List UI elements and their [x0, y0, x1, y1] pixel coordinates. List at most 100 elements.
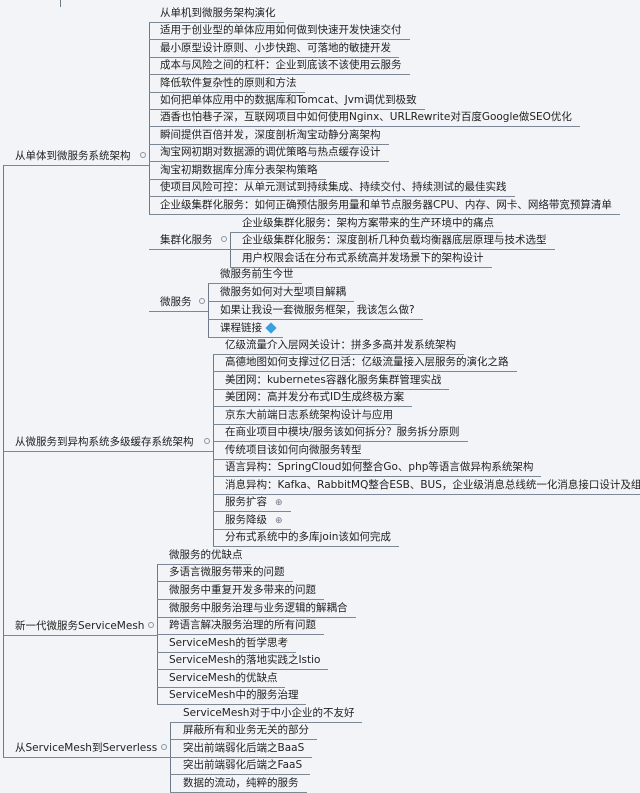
list-item[interactable]: 企业级集群化服务：深度剖析几种负载均衡器底层原理与技术选型 — [242, 233, 547, 247]
link-icon[interactable] — [265, 322, 277, 334]
list-item[interactable]: 服务扩容⊕ — [225, 495, 283, 509]
item-label: 微服务的优缺点 — [169, 549, 243, 561]
list-item[interactable]: ServiceMesh对于中小企业的不友好 — [183, 706, 354, 720]
item-label: 语言异构：SpringCloud如何整合Go、php等语言做异构系统架构 — [225, 461, 534, 473]
list-item[interactable]: 最小原型设计原则、小步快跑、可落地的敏捷开发 — [160, 41, 391, 55]
item-underline — [170, 757, 312, 758]
list-item[interactable]: 突出前端弱化后端之FaaS — [183, 758, 302, 772]
item-label: 跨语言解决服务治理的所有问题 — [169, 619, 316, 631]
list-item[interactable]: 多语言微服务带来的问题 — [169, 565, 285, 579]
list-item[interactable]: 美团网：kubernetes容器化服务集群管理实战 — [225, 373, 441, 387]
collapse-toggle-icon[interactable] — [199, 298, 205, 304]
item-label: 屏蔽所有和业务无关的部分 — [183, 724, 309, 736]
list-item[interactable]: 跨语言解决服务治理的所有问题 — [169, 618, 316, 632]
group-label[interactable]: 新一代微服务ServiceMesh — [15, 620, 145, 632]
list-item[interactable]: 如果让我设一套微服务框架，我该怎么做? — [220, 303, 415, 317]
item-label: ServiceMesh的优缺点 — [169, 672, 278, 684]
item-underline — [149, 109, 425, 110]
item-label: 微服务如何对大型项目解耦 — [220, 286, 346, 298]
collapse-toggle-icon[interactable] — [148, 622, 154, 628]
list-item[interactable]: 语言异构：SpringCloud如何整合Go、php等语言做异构系统架构 — [225, 460, 533, 474]
item-underline — [157, 652, 296, 653]
expand-icon[interactable]: ⊕ — [275, 498, 283, 508]
list-item[interactable]: 使项目风险可控：从单元测试到持续集成、持续交付、持续测试的最佳实践 — [160, 180, 507, 194]
list-item[interactable]: 成本与风险之间的杠杆：企业到底该不该使用云服务 — [160, 58, 402, 72]
list-item[interactable]: 高德地图如何支撑过亿日活：亿级流量接入层服务的演化之路 — [225, 355, 509, 369]
list-item[interactable]: 服务降级 ⊕ — [225, 513, 283, 527]
list-item[interactable]: ServiceMesh中的服务治理 — [169, 688, 298, 702]
list-item[interactable]: 淘宝网初期对数据源的调优策略与热点缓存设计 — [160, 145, 381, 159]
item-underline — [170, 739, 317, 740]
list-item[interactable]: 降低软件复杂性的原则和方法 — [160, 76, 297, 90]
list-item[interactable]: 亿级流量介入层网关设计：拼多多高并发系统架构 — [225, 338, 456, 352]
list-item[interactable]: 微服务中重复开发多带来的问题 — [169, 583, 316, 597]
list-item[interactable]: 微服务的优缺点 — [169, 548, 243, 562]
item-label: 高德地图如何支撑过亿日活：亿级流量接入层服务的演化之路 — [225, 356, 509, 368]
list-item[interactable]: 微服务中服务治理与业务逻辑的解耦合 — [169, 601, 348, 615]
subgroup-label[interactable]: 微服务 — [160, 296, 192, 308]
item-underline — [149, 196, 515, 197]
item-underline — [149, 39, 410, 40]
list-item[interactable]: 从单机到微服务架构演化 — [160, 6, 276, 20]
list-item[interactable]: 分布式系统中的多库join该如何完成 — [225, 530, 391, 544]
item-label: 瞬间提供百倍并发，深度剖析淘宝动静分离架构 — [160, 129, 381, 141]
list-item[interactable]: 屏蔽所有和业务无关的部分 — [183, 723, 309, 737]
list-item[interactable]: ServiceMesh的哲学思考 — [169, 636, 288, 650]
item-underline — [208, 283, 302, 284]
list-item[interactable]: 传统项目该如何向微服务转型 — [225, 443, 362, 457]
item-label: 京东大前端日志系统架构设计与应用 — [225, 409, 393, 421]
item-label: ServiceMesh的落地实践之Istio — [169, 654, 321, 666]
collapse-toggle-icon[interactable] — [140, 152, 146, 158]
item-label: 传统项目该如何向微服务转型 — [225, 444, 362, 456]
list-item[interactable]: 课程链接 — [220, 321, 277, 335]
subgroup-label[interactable]: 集群化服务 — [160, 234, 213, 246]
item-underline — [149, 74, 410, 75]
list-item[interactable]: 瞬间提供百倍并发，深度剖析淘宝动静分离架构 — [160, 128, 381, 142]
list-item[interactable]: 在商业项目中模块/服务该如何拆分？服务拆分原则 — [225, 425, 460, 439]
item-underline — [157, 581, 293, 582]
item-label: 使项目风险可控：从单元测试到持续集成、持续交付、持续测试的最佳实践 — [160, 181, 507, 193]
list-item[interactable]: 用户权限会话在分布式系统高并发场景下的架构设计 — [242, 251, 484, 265]
list-item[interactable]: 如何把单体应用中的数据库和Tomcat、Jvm调优到极致 — [160, 93, 417, 107]
list-item[interactable]: 酒香也怕巷子深，互联网项目中如何使用Nginx、URLRewrite对百度Goo… — [160, 110, 572, 124]
list-item[interactable]: 淘宝初期数据库分库分表架构策略 — [160, 163, 318, 177]
list-item[interactable]: 企业级集群化服务：如何正确预估服务用量和单节点服务器CPU、内存、网卡、网络带宽… — [160, 198, 612, 212]
list-item[interactable]: 企业级集群化服务：架构方案带来的生产环境中的痛点 — [242, 216, 494, 230]
item-label: 服务降级 — [225, 514, 267, 526]
item-label: 微服务前生今世 — [220, 268, 294, 280]
group-label[interactable]: 从单体到微服务系统架构 — [15, 150, 131, 162]
collapse-toggle-icon[interactable] — [204, 438, 210, 444]
item-label: 亿级流量介入层网关设计：拼多多高并发系统架构 — [225, 339, 456, 351]
item-label: 用户权限会话在分布式系统高并发场景下的架构设计 — [242, 252, 484, 264]
item-label: 在商业项目中模块/服务该如何拆分？服务拆分原则 — [225, 426, 460, 438]
item-underline — [213, 459, 370, 460]
list-item[interactable]: ServiceMesh的落地实践之Istio — [169, 653, 320, 667]
item-underline — [149, 126, 580, 127]
list-item[interactable]: 微服务如何对大型项目解耦 — [220, 285, 346, 299]
list-item[interactable]: 京东大前端日志系统架构设计与应用 — [225, 408, 393, 422]
item-underline — [208, 337, 283, 338]
expand-icon[interactable]: ⊕ — [275, 516, 283, 526]
list-item[interactable]: ServiceMesh的优缺点 — [169, 671, 277, 685]
item-underline — [230, 249, 555, 250]
list-item[interactable]: 消息异构：Kafka、RabbitMQ整合ESB、BUS，企业级消息总线统一化消… — [225, 478, 640, 492]
list-item[interactable]: 美团网：高并发分布式ID生成终极方案 — [225, 390, 404, 404]
list-item[interactable]: 突出前端弱化后端之BaaS — [183, 741, 304, 755]
collapse-toggle-icon[interactable] — [221, 236, 227, 242]
list-item[interactable]: 数据的流动，纯粹的服务 — [183, 776, 299, 790]
sub-1-connector — [208, 283, 209, 337]
root-connector — [3, 165, 4, 757]
item-underline — [157, 704, 306, 705]
group-label[interactable]: 从微服务到异构系统多级缓存系统架构 — [15, 436, 194, 448]
item-label: 突出前端弱化后端之BaaS — [183, 742, 305, 754]
group-label[interactable]: 从ServiceMesh到Serverless — [15, 742, 158, 754]
item-underline — [208, 319, 423, 320]
item-underline — [149, 92, 305, 93]
item-underline — [149, 144, 389, 145]
list-item[interactable]: 微服务前生今世 — [220, 267, 294, 281]
item-label: 酒香也怕巷子深，互联网项目中如何使用Nginx、URLRewrite对百度Goo… — [160, 111, 572, 123]
collapse-toggle-icon[interactable] — [161, 744, 167, 750]
item-label: 淘宝网初期对数据源的调优策略与热点缓存设计 — [160, 146, 381, 158]
list-item[interactable]: 适用于创业型的单体应用如何做到快速开发快速交付 — [160, 23, 402, 37]
item-underline — [157, 669, 328, 670]
